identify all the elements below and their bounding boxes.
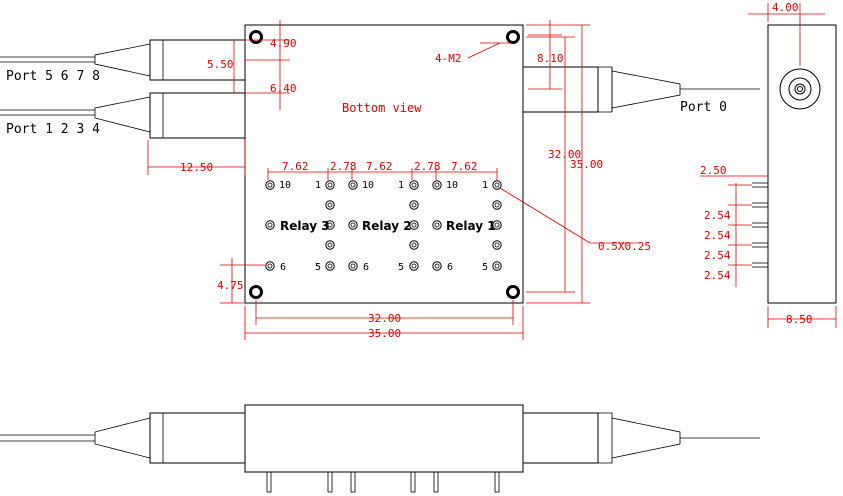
pin-label: 10	[362, 180, 374, 191]
dim-6-40: 6.40	[270, 82, 297, 95]
relay-pin	[325, 200, 335, 210]
relay-pin	[409, 220, 419, 230]
relay-1-label: Relay 1	[446, 219, 496, 233]
bottom-view-title: Bottom view	[342, 101, 422, 115]
dim-7-62: 7.62	[282, 160, 309, 173]
relay-pin	[432, 220, 442, 230]
dim-2-54: 2.54	[704, 209, 731, 222]
pin-label: 10	[446, 180, 458, 191]
dim-2-54: 2.54	[704, 229, 731, 242]
dim-2-78: 2.78	[330, 160, 357, 173]
relay-1-pins	[432, 180, 502, 271]
dim-4-00: 4.00	[772, 1, 799, 14]
pin-label: 1	[398, 180, 404, 191]
right-connector	[522, 66, 760, 113]
relay-3-pins	[265, 180, 335, 271]
pin-label: 6	[447, 262, 453, 273]
relay-pin	[492, 261, 502, 271]
pin-label: 5	[482, 262, 488, 273]
pin-label: 5	[315, 262, 321, 273]
dim-32-00-horizontal: 32.00	[368, 312, 401, 325]
relay-2-pins	[348, 180, 419, 271]
dim-2-50: 2.50	[700, 164, 727, 177]
relay-pin	[492, 240, 502, 250]
dim-7-62: 7.62	[451, 160, 478, 173]
pin-label: 6	[363, 262, 369, 273]
bottom-view-drawing: Port 5 6 7 8 Port 1 2 3 4 Port 0 Bottom …	[0, 24, 760, 304]
port-1234-label: Port 1 2 3 4	[6, 122, 100, 137]
relay-pin	[325, 220, 335, 230]
relay-pin	[409, 240, 419, 250]
relay-pin	[492, 180, 502, 190]
relay-pin	[325, 180, 335, 190]
dim-8-10: 8.10	[537, 52, 564, 65]
left-connector-lower	[0, 92, 246, 139]
relay-pin	[348, 220, 358, 230]
left-connector-upper	[0, 39, 246, 81]
pin-label: 5	[398, 262, 404, 273]
port-5678-label: Port 5 6 7 8	[6, 69, 100, 84]
mounting-hole	[249, 285, 263, 299]
relay-2-label: Relay 2	[362, 219, 412, 233]
relay-pin	[432, 180, 442, 190]
pin-label: 10	[279, 180, 291, 191]
dim-32-00-vertical: 32.00	[548, 148, 581, 161]
relay-pin	[409, 200, 419, 210]
dim-12-50: 12.50	[180, 161, 213, 174]
relay-pin	[325, 261, 335, 271]
relay-pin	[348, 180, 358, 190]
dim-4-75: 4.75	[217, 279, 244, 292]
pin-label: 1	[482, 180, 488, 191]
relay-pin	[348, 261, 358, 271]
relay-3-label: Relay 3	[280, 219, 330, 233]
relay-pin	[325, 240, 335, 250]
dim-5-50: 5.50	[207, 58, 234, 71]
relay-pin	[492, 200, 502, 210]
dimension-lines: 4.90 6.40 5.50 12.50 4-M2 8.10 32.00 35.…	[147, 20, 651, 340]
relay-pin	[265, 180, 275, 190]
dim-2-78: 2.78	[414, 160, 441, 173]
mounting-hole	[249, 30, 263, 44]
dim-4-m2: 4-M2	[435, 52, 462, 65]
dim-0-5x0-25: 0.5X0.25	[598, 240, 651, 253]
dim-2-54: 2.54	[704, 269, 731, 282]
dim-8-50: 8.50	[786, 313, 813, 326]
relay-pin	[492, 220, 502, 230]
front-view-drawing	[0, 404, 760, 493]
side-view-dimensions: 4.00 2.50 2.54 2.54 2.54 2.54 8.50	[700, 1, 837, 328]
relay-pin	[265, 220, 275, 230]
port-0-label: Port 0	[680, 100, 727, 115]
dim-2-54: 2.54	[704, 249, 731, 262]
dim-7-62: 7.62	[366, 160, 393, 173]
relay-pin	[432, 261, 442, 271]
pin-label: 6	[280, 262, 286, 273]
relay-pin	[265, 261, 275, 271]
pin-label: 1	[315, 180, 321, 191]
mounting-hole	[506, 285, 520, 299]
relay-pin	[409, 261, 419, 271]
dim-35-00-vertical: 35.00	[570, 158, 603, 171]
mounting-hole	[506, 30, 520, 44]
dim-4-90: 4.90	[270, 37, 297, 50]
relay-pin	[409, 180, 419, 190]
side-view-drawing	[752, 24, 837, 304]
dim-35-00-horizontal: 35.00	[368, 327, 401, 340]
